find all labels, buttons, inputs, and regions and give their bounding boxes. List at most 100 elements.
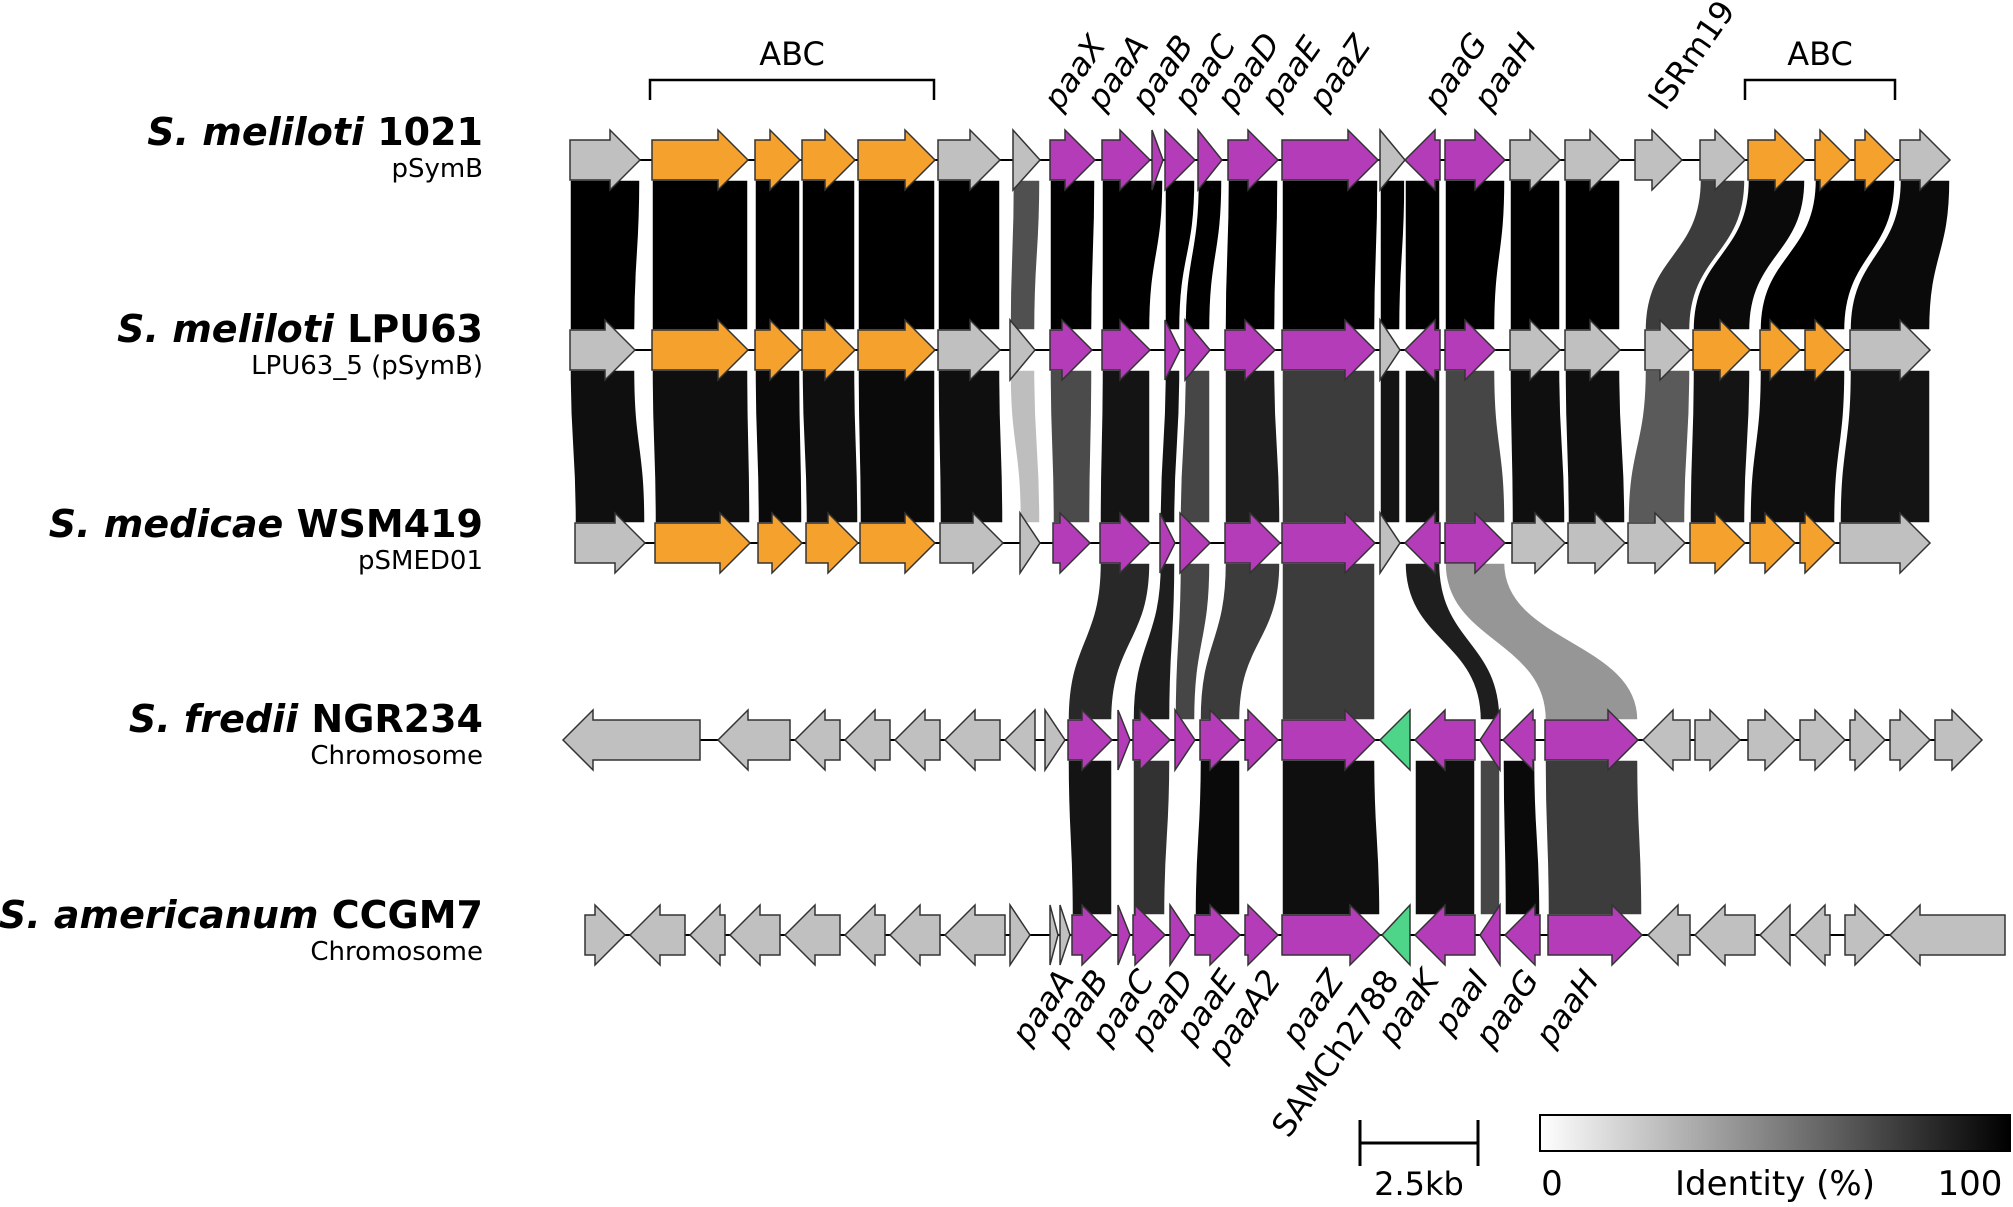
genome-label-2: S. meliloti LPU63 LPU63_5 (pSymB) (117, 307, 483, 381)
gene-arrow (937, 128, 1002, 192)
gene-arrow (793, 708, 841, 772)
genome-species-2: S. meliloti (117, 307, 334, 351)
genome-strain-5: CCGM7 (331, 893, 483, 937)
gene-arrow (1012, 128, 1042, 192)
identity-link (1379, 179, 1406, 331)
gene-arrow (1164, 128, 1197, 192)
identity-legend: 0 Identity (%) 100 (1539, 1114, 2011, 1204)
gene-arrows (561, 127, 2006, 968)
genome-replicon-3: pSMED01 (358, 546, 483, 576)
identity-link (1502, 759, 1541, 916)
identity-link (1509, 179, 1561, 331)
genome-strain-2: LPU63 (347, 307, 483, 351)
gene-arrow (893, 708, 941, 772)
identity-link (1049, 369, 1093, 524)
identity-link (1444, 369, 1506, 524)
gene-arrow (1184, 317, 1211, 383)
gene-arrow (1224, 511, 1282, 575)
gene-arrow (1899, 128, 1952, 192)
gene-arrow (1244, 708, 1280, 772)
gene-arrow (1101, 318, 1152, 382)
gene-arrow (843, 708, 891, 772)
gene-arrow (1844, 903, 1887, 967)
gene-arrow (1067, 708, 1114, 772)
gene-arrow (1444, 318, 1497, 382)
gene-arrow (1194, 903, 1242, 967)
identity-links (569, 179, 1951, 916)
gene-arrow (1199, 708, 1242, 772)
gene-arrow (628, 903, 686, 967)
gene-arrow (937, 318, 1002, 382)
gene-arrow (1059, 904, 1071, 966)
gene-arrow (569, 128, 642, 192)
gene-arrow (1244, 903, 1280, 967)
gene-arrow (1934, 708, 1984, 772)
identity-link (1194, 759, 1241, 916)
gene-arrow (1747, 708, 1797, 772)
gene-arrow (1644, 318, 1692, 382)
gene-arrow (716, 708, 791, 772)
gene-arrow (1564, 128, 1622, 192)
gene-arrow (688, 903, 726, 967)
identity-link (1159, 369, 1181, 524)
identity-link (754, 369, 803, 524)
gene-arrow (754, 128, 802, 192)
gene-arrow (1174, 707, 1196, 773)
identity-link (1132, 759, 1171, 916)
identity-link (754, 179, 801, 331)
gene-arrow (1511, 511, 1567, 575)
identity-link (1184, 179, 1223, 331)
gene-arrow (1627, 511, 1687, 575)
gene-arrow (859, 511, 937, 575)
identity-link (1199, 562, 1281, 721)
gene-arrow (1799, 511, 1837, 575)
gene-arrow (1699, 128, 1747, 192)
gene-arrow (888, 903, 941, 967)
identity-link (1281, 759, 1381, 916)
gene-arrow (561, 708, 701, 772)
identity-gradient (1539, 1114, 2011, 1152)
label-top-ISRm19: ISRm19 (1640, 0, 1742, 117)
identity-link (1749, 369, 1846, 524)
gene-arrow (1132, 708, 1172, 772)
gene-arrow (1197, 127, 1223, 193)
gene-arrow (1117, 904, 1131, 966)
gene-arrow (805, 511, 860, 575)
gene-arrow (651, 318, 750, 382)
gene-arrow (1379, 317, 1401, 383)
gene-arrow (1071, 903, 1114, 967)
gene-arrow (1403, 511, 1441, 575)
gene-arrow (1049, 904, 1059, 966)
gene-arrow (1479, 707, 1501, 773)
gene-arrow (1052, 511, 1092, 575)
identity-link (1067, 759, 1113, 916)
genome-strain-4: NGR234 (311, 697, 483, 741)
gene-arrow (1693, 903, 1756, 967)
gene-arrow (939, 511, 1005, 575)
abc-bracket-right (1743, 78, 1897, 100)
scale-bar: 2.5kb (1358, 1120, 1480, 1203)
gene-arrow (1281, 903, 1382, 967)
genome-strain-3: WSM419 (296, 502, 483, 546)
gene-arrow (1159, 512, 1176, 574)
identity-link (1224, 179, 1279, 331)
genome-label-4: S. fredii NGR234 Chromosome (129, 697, 483, 771)
gene-arrow (1758, 903, 1791, 967)
identity-link (1281, 562, 1376, 721)
gene-arrow (1413, 903, 1476, 967)
gene-arrow (1564, 318, 1622, 382)
gene-arrow (1224, 318, 1277, 382)
gene-arrow (1403, 318, 1441, 382)
gene-arrow (801, 128, 857, 192)
identity-link (857, 179, 936, 331)
gene-arrow (857, 128, 937, 192)
gene-arrow (1003, 708, 1036, 772)
gene-arrow (1839, 511, 1932, 575)
identity-link (1692, 179, 1806, 331)
gene-arrow (654, 511, 752, 575)
gene-arrow (1179, 511, 1212, 575)
gene-arrow (1444, 128, 1507, 192)
gene-arrow (757, 511, 804, 575)
gene-arrow (1646, 903, 1691, 967)
